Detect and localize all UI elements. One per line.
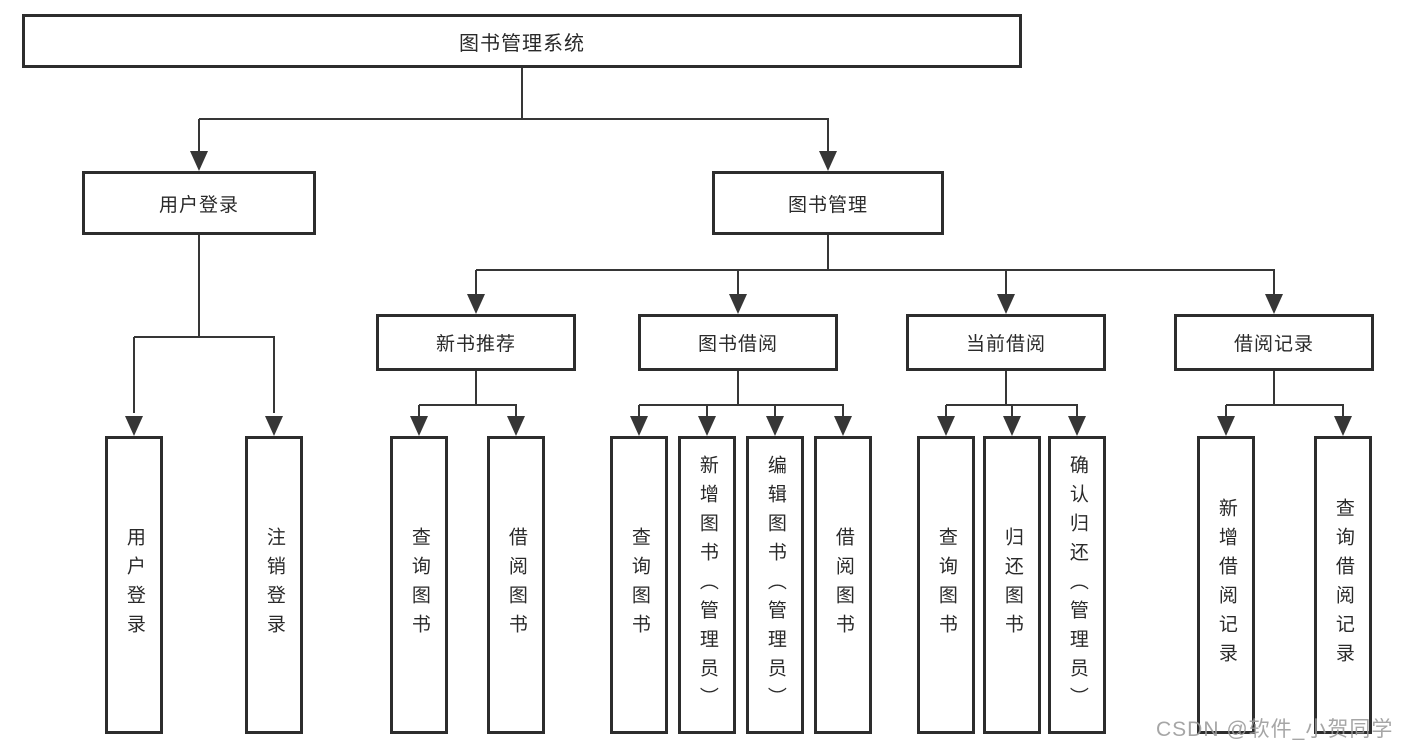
connector-line <box>133 337 135 413</box>
watermark-text: CSDN @软件_小贺同学 <box>1156 718 1394 741</box>
node-label: 查询借阅记录 <box>1332 498 1354 672</box>
node-book-borrow: 图书借阅 <box>638 314 838 371</box>
arrow-down-icon <box>819 151 837 171</box>
node-label: 图书管理 <box>787 194 868 216</box>
node-label: 图书借阅 <box>697 334 778 355</box>
leaf-edit-book-admin: 编辑图书（管理员） <box>746 436 804 734</box>
node-borrow-records: 借阅记录 <box>1174 314 1374 371</box>
leaf-recommend-borrow-books: 借阅图书 <box>487 436 545 734</box>
node-label: 查询图书 <box>408 527 430 643</box>
connector-line <box>475 270 477 296</box>
connector-line <box>1011 405 1013 417</box>
arrow-down-icon <box>1068 416 1086 436</box>
node-label: 新增图书（管理员） <box>696 454 718 716</box>
node-label: 用户登录 <box>123 527 145 643</box>
connector-line <box>827 234 829 271</box>
leaf-query-borrow-record: 查询借阅记录 <box>1314 436 1372 734</box>
leaf-recommend-query-books: 查询图书 <box>390 436 448 734</box>
node-label: 借阅图书 <box>832 527 854 643</box>
arrow-down-icon <box>766 416 784 436</box>
arrow-down-icon <box>834 416 852 436</box>
connector-line <box>1226 404 1344 406</box>
connector-line <box>273 337 275 413</box>
connector-line <box>1076 405 1078 417</box>
node-label: 新书推荐 <box>435 334 516 355</box>
node-label: 确认归还（管理员） <box>1066 454 1088 716</box>
connector-line <box>774 405 776 417</box>
leaf-confirm-return-admin: 确认归还（管理员） <box>1048 436 1106 734</box>
leaf-borrow-query-books: 查询图书 <box>610 436 668 734</box>
leaf-add-book-admin: 新增图书（管理员） <box>678 436 736 734</box>
connector-line <box>476 269 1275 271</box>
arrow-down-icon <box>1217 416 1235 436</box>
arrow-down-icon <box>1334 416 1352 436</box>
connector-line <box>842 405 844 417</box>
arrow-down-icon <box>630 416 648 436</box>
connector-line <box>1273 370 1275 406</box>
connector-line <box>737 370 739 406</box>
connector-line <box>737 270 739 296</box>
connector-line <box>638 405 640 417</box>
node-label: 借阅记录 <box>1233 334 1314 355</box>
arrow-down-icon <box>410 416 428 436</box>
connector-line <box>521 67 523 119</box>
arrow-down-icon <box>997 294 1015 314</box>
node-label: 归还图书 <box>1001 527 1023 643</box>
arrow-down-icon <box>729 294 747 314</box>
node-label: 新增借阅记录 <box>1215 498 1237 672</box>
arrow-down-icon <box>190 151 208 171</box>
connector-line <box>1005 270 1007 296</box>
leaf-current-query-books: 查询图书 <box>917 436 975 734</box>
connector-line <box>134 336 275 338</box>
leaf-borrow-books: 借阅图书 <box>814 436 872 734</box>
connector-line <box>1273 270 1275 296</box>
leaf-logout: 注销登录 <box>245 436 303 734</box>
arrow-down-icon <box>265 416 283 436</box>
arrow-down-icon <box>1265 294 1283 314</box>
connector-line <box>418 405 420 417</box>
node-library-system: 图书管理系统 <box>22 14 1022 68</box>
leaf-user-login: 用户登录 <box>105 436 163 734</box>
connector-line <box>706 405 708 417</box>
node-label: 查询图书 <box>628 527 650 643</box>
node-new-book-recommend: 新书推荐 <box>376 314 576 371</box>
arrow-down-icon <box>125 416 143 436</box>
node-label: 借阅图书 <box>505 527 527 643</box>
connector-line <box>198 234 200 338</box>
connector-line <box>199 118 829 120</box>
connector-line <box>827 119 829 155</box>
connector-line <box>419 404 517 406</box>
connector-line <box>639 404 844 406</box>
connector-line <box>1005 370 1007 406</box>
node-current-borrow: 当前借阅 <box>906 314 1106 371</box>
node-user-login: 用户登录 <box>82 171 316 235</box>
arrow-down-icon <box>1003 416 1021 436</box>
connector-line <box>945 405 947 417</box>
arrow-down-icon <box>507 416 525 436</box>
node-label: 用户登录 <box>158 194 239 216</box>
node-label: 编辑图书（管理员） <box>764 454 786 716</box>
connector-line <box>1342 405 1344 417</box>
node-label: 查询图书 <box>935 527 957 643</box>
leaf-return-books: 归还图书 <box>983 436 1041 734</box>
arrow-down-icon <box>698 416 716 436</box>
connector-line <box>515 405 517 417</box>
connector-line <box>198 119 200 155</box>
node-label: 注销登录 <box>263 527 285 643</box>
node-label: 当前借阅 <box>965 334 1046 355</box>
node-book-management: 图书管理 <box>712 171 944 235</box>
connector-line <box>475 370 477 406</box>
arrow-down-icon <box>937 416 955 436</box>
leaf-add-borrow-record: 新增借阅记录 <box>1197 436 1255 734</box>
node-label: 图书管理系统 <box>459 32 585 55</box>
connector-line <box>1225 405 1227 417</box>
arrow-down-icon <box>467 294 485 314</box>
